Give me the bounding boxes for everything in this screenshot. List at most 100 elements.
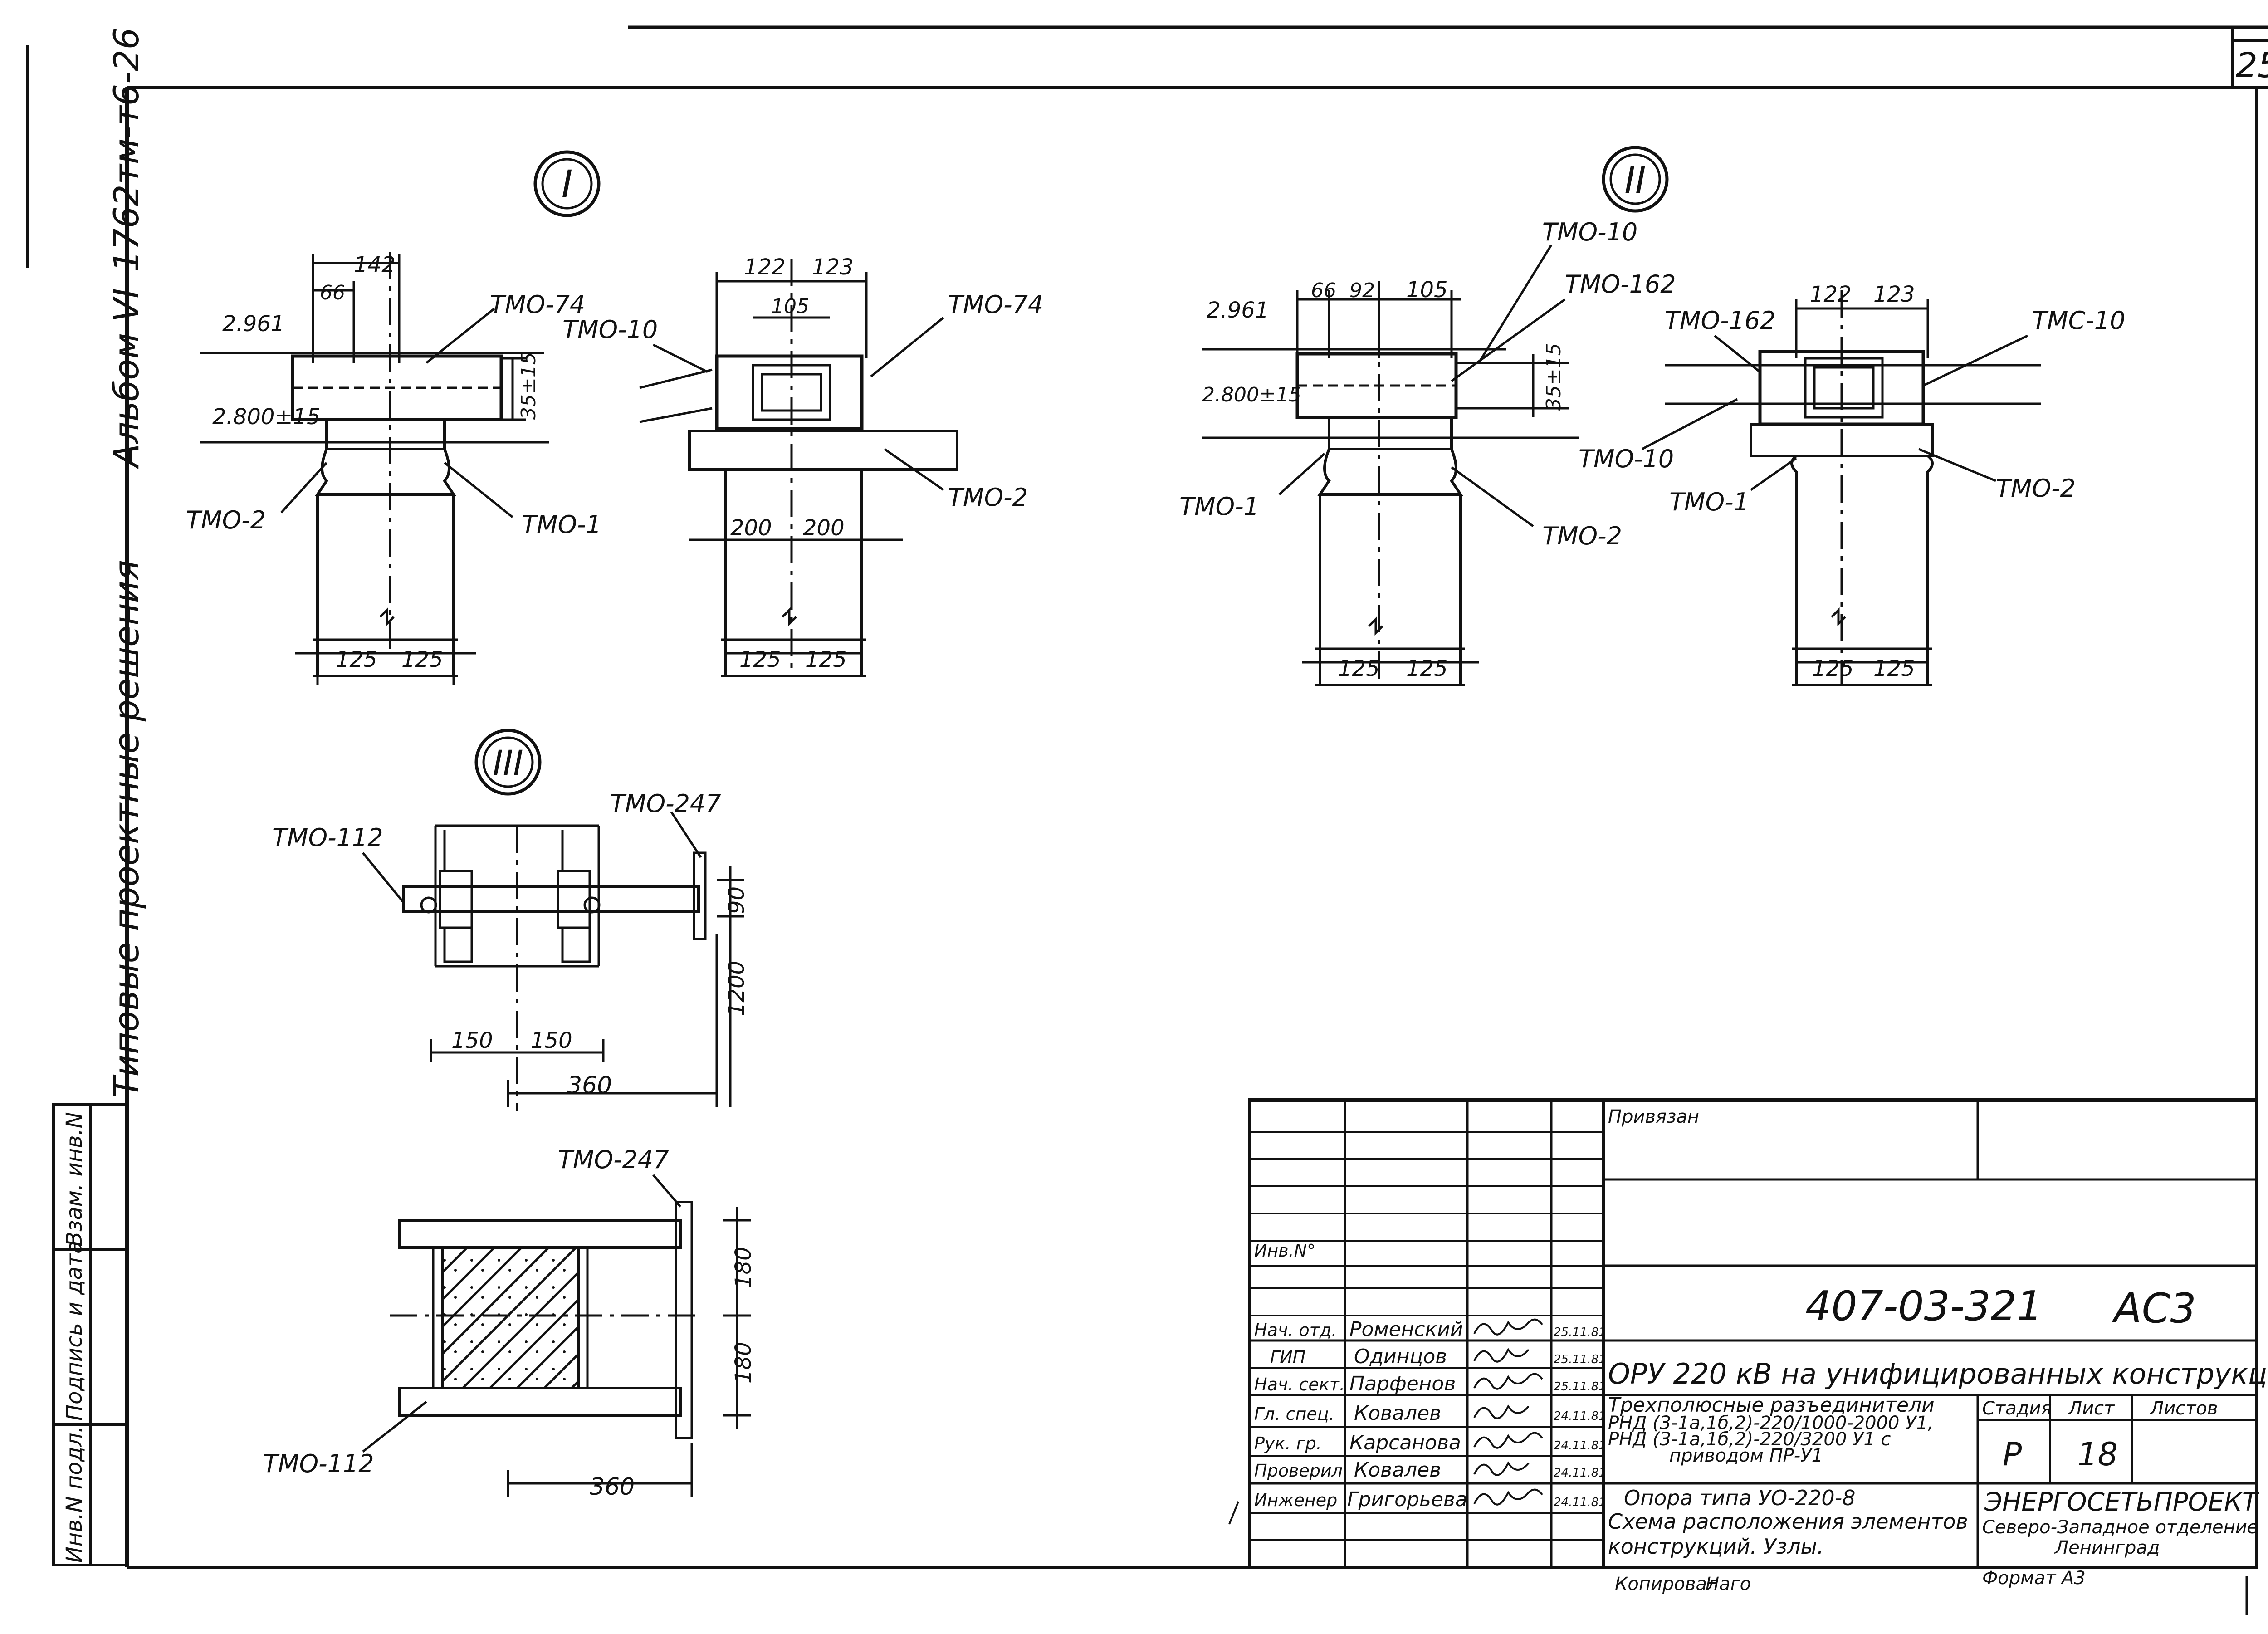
sig-role: Нач. отд. xyxy=(1254,1320,1337,1340)
sig-name: Одинцов xyxy=(1354,1345,1447,1368)
signature-mark xyxy=(1473,1461,1530,1476)
stage-value: Р xyxy=(2003,1436,2022,1473)
d2-dim-105: 105 xyxy=(1406,277,1448,303)
d3-dim-150b: 150 xyxy=(531,1028,572,1053)
d3-dim-150a: 150 xyxy=(451,1028,493,1053)
sig-date: 25.11.81 xyxy=(1554,1353,1606,1366)
d2-label-tmo2a: ТМО-2 xyxy=(1542,522,1622,550)
signature-row: Нач. отд. Роменский 25.11.81 xyxy=(1254,1318,1606,1341)
org-branch: Северо-Западное отделение xyxy=(1982,1517,2258,1538)
sig-role: Проверил xyxy=(1254,1461,1343,1481)
detail-2-marker: II xyxy=(1624,159,1646,201)
detail-3-marker: III xyxy=(493,743,523,783)
signature-mark xyxy=(1473,1348,1530,1363)
d1-label-tmo1: ТМО-1 xyxy=(522,510,601,539)
sig-role: Гл. спец. xyxy=(1254,1404,1334,1424)
album-number: Альбом VI xyxy=(106,288,147,470)
org-name: ЭНЕРГОСЕТЬПРОЕКТ xyxy=(1984,1487,2259,1517)
d1-dim-125a: 125 xyxy=(336,647,377,672)
sheet-value: 18 xyxy=(2077,1436,2118,1473)
d1-label-tmo74a: ТМО-74 xyxy=(490,290,585,319)
d2-label-tmc10: ТМС-10 xyxy=(2032,306,2125,335)
page-number: 25 xyxy=(2236,45,2268,85)
d1-label-tmo2b: ТМО-2 xyxy=(948,483,1028,512)
d2-dim-125d: 125 xyxy=(1873,656,1915,681)
copied-label: Копировал xyxy=(1615,1574,1719,1595)
sig-date: 25.11.81 xyxy=(1554,1380,1606,1394)
sig-date: 24.11.81 xyxy=(1554,1439,1606,1453)
d3-dim-1200: 1200 xyxy=(724,961,749,1016)
doc-mark: АС3 xyxy=(2112,1285,2196,1332)
signature-row: Гл. спец. Ковалев 24.11.81 xyxy=(1254,1402,1606,1425)
detail-1: I 142 66 2.961 2.800±15 35±15 125 125 ТМ… xyxy=(186,150,1043,685)
sig-date: 24.11.81 xyxy=(1554,1466,1606,1480)
stamp-sign-label: Подпись и дата xyxy=(62,1240,87,1421)
sig-name: Карсанова xyxy=(1349,1431,1461,1454)
sig-date: 24.11.81 xyxy=(1554,1496,1606,1509)
d1-level-2961: 2.961 xyxy=(222,311,284,337)
sheet-frame xyxy=(26,25,2268,1615)
title-block-text: Привязан Инв.N° 407-03-321 АС3 ОРУ 220 к… xyxy=(1254,1106,2268,1595)
d2-dim-123: 123 xyxy=(1873,282,1915,307)
d2-dim-122: 122 xyxy=(1810,282,1852,307)
sheet-title-4: приводом ПР-У1 xyxy=(1669,1445,1823,1466)
project-title: ОРУ 220 кВ на унифицированных конструкци… xyxy=(1608,1357,2268,1390)
d3-dim-180b: 180 xyxy=(731,1342,756,1384)
signature-rows: Нач. отд. Роменский 25.11.81 ГИП Одинцов… xyxy=(1254,1318,1606,1511)
d3-dim-360a: 360 xyxy=(567,1072,612,1099)
d1-dim-200a: 200 xyxy=(730,515,772,541)
d2-level-2800: 2.800±15 xyxy=(1202,383,1301,406)
org-city: Ленинград xyxy=(2054,1537,2160,1558)
copied-sign: Наго xyxy=(1706,1574,1751,1595)
sig-role: Рук. гр. xyxy=(1254,1433,1322,1453)
sig-name: Ковалев xyxy=(1354,1458,1441,1482)
d3-dim-360b: 360 xyxy=(590,1473,635,1501)
sheets-header: Листов xyxy=(2149,1398,2218,1419)
stamp-replace-label: Взам. инв.N xyxy=(62,1112,87,1247)
sig-date: 25.11.81 xyxy=(1554,1326,1606,1339)
d1-dim-125b: 125 xyxy=(401,647,443,672)
d2-dim-125b: 125 xyxy=(1406,656,1448,681)
sig-role: ГИП xyxy=(1270,1347,1305,1367)
d1-dim-35: 35±15 xyxy=(517,352,540,420)
d2-label-tmo1b: ТМО-1 xyxy=(1669,488,1749,516)
sig-name: Парфенов xyxy=(1349,1372,1456,1395)
detail-3: III 150 150 360 90 1200 ТМО-112 ТМО-247 xyxy=(263,729,756,1501)
d3-label-tmo112b: ТМО-112 xyxy=(263,1449,374,1478)
d2-dim-125c: 125 xyxy=(1812,656,1854,681)
d3-dim-180a: 180 xyxy=(731,1247,756,1288)
d1-level-2800: 2.800±15 xyxy=(212,404,321,430)
d3-dim-90: 90 xyxy=(724,886,749,914)
series-title: Типовые проектные решения xyxy=(106,560,147,1098)
d1-dim-123: 123 xyxy=(812,254,854,280)
detail-2: II 66 92 105 2.961 2.800±15 35±15 125 12… xyxy=(1179,146,2125,686)
doc-code: 407-03-321 xyxy=(1805,1282,2043,1330)
d2-level-2961: 2.961 xyxy=(1207,298,1269,323)
d2-dim-125a: 125 xyxy=(1338,656,1380,681)
d1-dim-125d: 125 xyxy=(805,647,847,672)
d1-dim-105: 105 xyxy=(771,295,809,318)
sig-role: Нач. сект. xyxy=(1254,1375,1345,1394)
signature-mark xyxy=(1473,1318,1543,1336)
sheet-title-3: РНД (3-1а,1б,2)-220/3200 У1 с xyxy=(1608,1429,1891,1450)
drawing-title-2: Схема расположения элементов xyxy=(1608,1509,1968,1534)
d1-dim-200b: 200 xyxy=(803,515,845,541)
album-code: 1762тм-т6-26 xyxy=(106,28,147,272)
privyazan-label: Привязан xyxy=(1608,1106,1699,1127)
detail-1-marker: I xyxy=(562,162,573,206)
drawing-title-1: Опора типа УО-220-8 xyxy=(1624,1486,1856,1510)
sig-name: Ковалев xyxy=(1354,1402,1441,1425)
stage-header: Стадия xyxy=(1982,1398,2052,1419)
signature-mark xyxy=(1473,1432,1543,1449)
sig-name: Роменский xyxy=(1349,1318,1463,1341)
signature-mark xyxy=(1473,1373,1543,1390)
d3-label-tmo247b: ТМО-247 xyxy=(558,1145,669,1174)
signature-mark xyxy=(1473,1404,1530,1419)
sheet-header: Лист xyxy=(2068,1398,2115,1419)
signature-row: Рук. гр. Карсанова 24.11.81 xyxy=(1254,1431,1606,1454)
d2-dim-92: 92 xyxy=(1349,279,1375,302)
left-margin: 1762тм-т6-26 Альбом VI Типовые проектные… xyxy=(52,28,147,1566)
d1-dim-125c: 125 xyxy=(739,647,781,672)
signature-row: Проверил Ковалев 24.11.81 xyxy=(1254,1458,1606,1482)
